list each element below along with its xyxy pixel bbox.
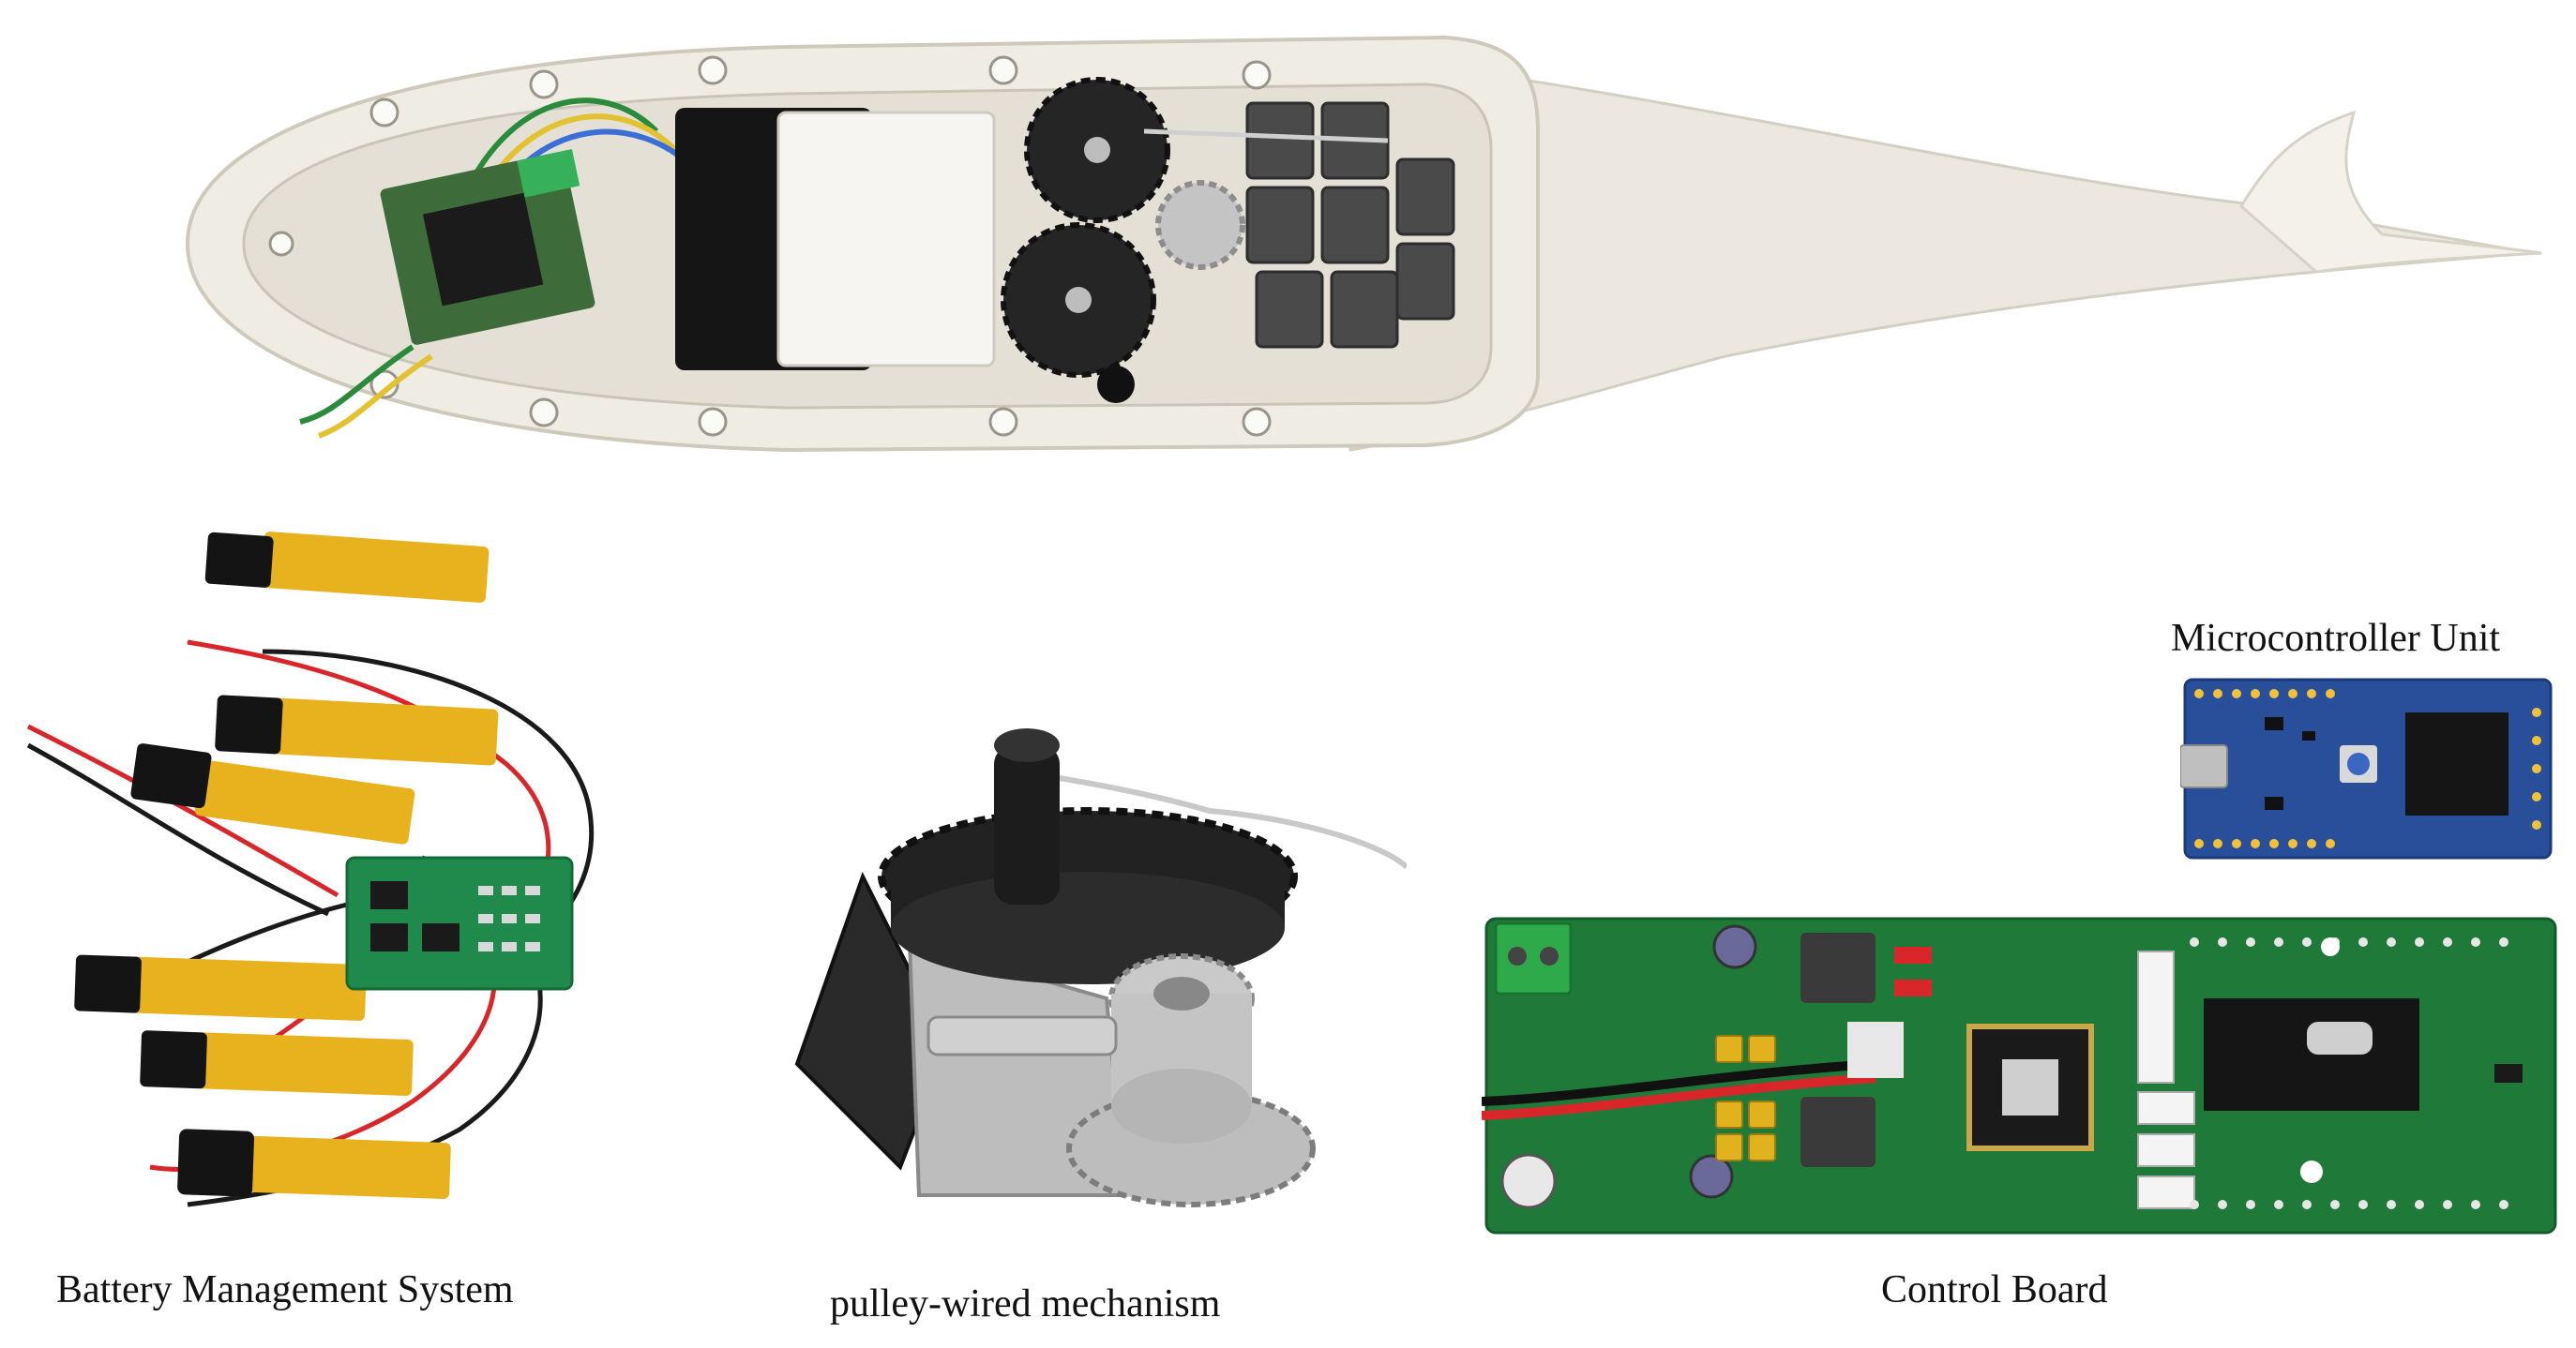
caption-battery-management-system: Battery Management System — [56, 1268, 514, 1311]
caption-pulley-wired-mechanism: pulley-wired mechanism — [830, 1282, 1221, 1326]
control-board-photo — [1482, 914, 2560, 1237]
battery-management-system-photo — [19, 520, 647, 1242]
fish-robot-photo — [131, 19, 2569, 459]
pulley-wired-mechanism-photo — [788, 708, 1407, 1242]
caption-control-board: Control Board — [1881, 1268, 2108, 1311]
microcontroller-unit-photo — [2180, 675, 2555, 862]
caption-microcontroller-unit: Microcontroller Unit — [2171, 617, 2501, 660]
